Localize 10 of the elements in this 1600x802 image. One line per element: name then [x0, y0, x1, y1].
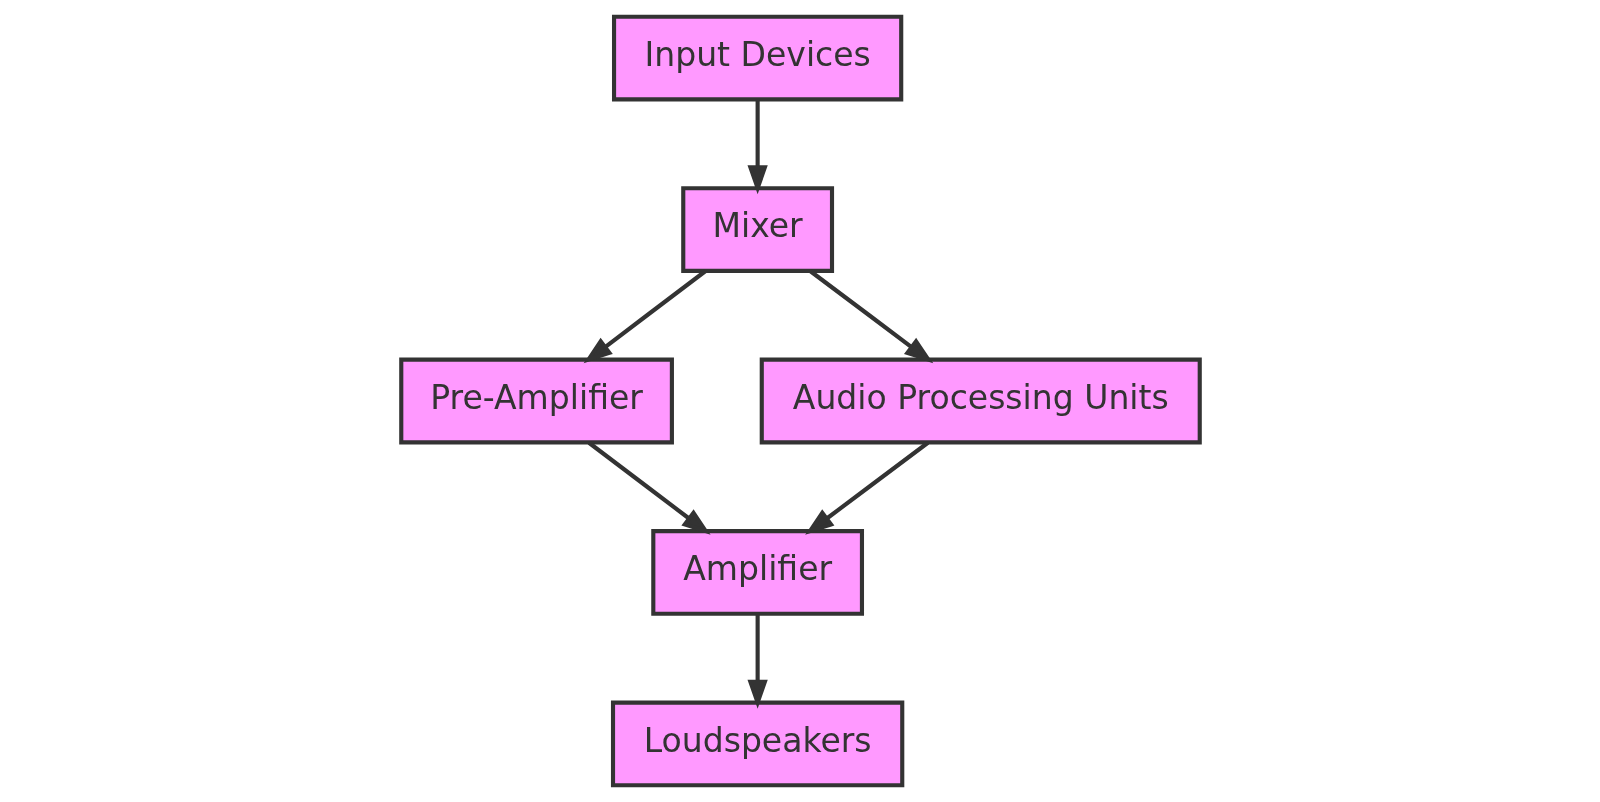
node-box: Amplifier: [650, 529, 864, 616]
arrow: [747, 99, 768, 195]
arrow: [747, 614, 768, 709]
arrow: [804, 441, 929, 535]
node-box: Audio Processing Units: [759, 357, 1202, 445]
node-box: Input Devices: [611, 14, 903, 102]
node-box: Pre-Amplifier: [398, 357, 674, 445]
node-box: Mixer: [680, 186, 834, 273]
arrow: [587, 441, 711, 535]
node-box: Loudspeakers: [610, 700, 904, 788]
